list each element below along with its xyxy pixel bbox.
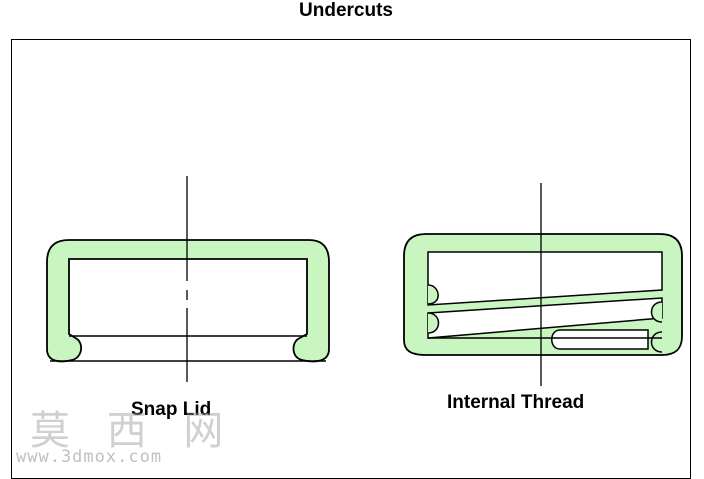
snap-lid-shell [46,239,330,363]
diagram-title: Undercuts [299,0,393,21]
undercut-diagram [46,176,683,386]
snap-lid-label: Snap Lid [131,399,212,420]
watermark-chinese: 莫 西 网 [30,408,236,454]
snap-lid-part [46,176,330,382]
thread-slot [551,329,649,350]
watermark-url: www.3dmox.com [16,447,163,467]
internal-thread-label: Internal Thread [447,392,585,413]
thread-right-bumps [650,301,663,353]
internal-thread-part [403,183,683,386]
thread-left-bumps [427,284,440,334]
